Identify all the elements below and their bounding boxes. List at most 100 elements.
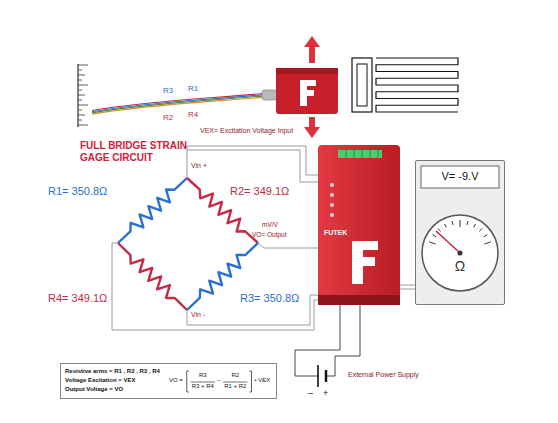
- text-label: Vin +: [191, 162, 207, 170]
- wire: [187, 146, 318, 175]
- text-label: Resistive arms = R1 , R2 , R3 , R4: [65, 368, 160, 375]
- connector: [262, 90, 277, 100]
- strain-gauge-grid: [376, 58, 458, 112]
- formula-box: Resistive arms = R1 , R2 , R3 , R4 Voltag…: [60, 363, 277, 399]
- meter-box: V= -9.V Ω: [415, 160, 505, 305]
- text-label: VO= Output: [252, 231, 287, 238]
- resistor-symbol: [118, 243, 187, 310]
- ruler-tick: [78, 105, 88, 106]
- ruler-tick: [78, 80, 82, 81]
- text-label: R1: [188, 84, 198, 93]
- text-label: R3 + R4: [192, 383, 214, 390]
- led-divider: [354, 150, 355, 158]
- dial: [422, 215, 498, 291]
- text-label: FUTEK: [324, 229, 347, 237]
- text-label: VO =: [169, 377, 183, 384]
- ruler-tick: [78, 115, 85, 116]
- dial-tick: [429, 242, 436, 244]
- ruler-tick: [78, 65, 88, 66]
- text-label: R4: [188, 110, 198, 119]
- text-label: Ω: [455, 258, 465, 274]
- ruler-tick: [78, 85, 88, 86]
- text-label: Voltage Excitation = VEX: [65, 377, 135, 384]
- text-label: R4= 349.1Ω: [48, 292, 107, 305]
- wire: [258, 243, 318, 248]
- ruler-tick: [78, 70, 82, 71]
- indicator: [330, 203, 334, 207]
- battery-plate: [317, 365, 319, 387]
- connector-line: [400, 285, 415, 286]
- led-strip: [338, 150, 382, 158]
- fraction-bar: [191, 382, 215, 383]
- ruler-tick: [78, 100, 82, 101]
- text-label: External Power Supply: [348, 371, 419, 379]
- text-label: R1 + R2: [224, 383, 246, 390]
- amplifier-box: FUTEK: [318, 145, 400, 305]
- force-arrow: [304, 36, 320, 63]
- ruler-tick: [78, 95, 85, 96]
- logo: [352, 241, 378, 284]
- dial-tick: [460, 220, 461, 227]
- fraction-bar: [223, 382, 247, 383]
- text-label: –: [217, 377, 220, 384]
- bracket: [187, 371, 189, 392]
- cable: [92, 97, 263, 114]
- text-label: FULL BRIDGE STRAIN GAGE CIRCUIT: [80, 140, 215, 163]
- indicator: [330, 213, 334, 217]
- led-divider: [378, 150, 379, 158]
- bracket: [249, 371, 251, 392]
- wire: [187, 150, 318, 182]
- indicator: [330, 183, 334, 187]
- device-base: [318, 295, 400, 305]
- dial-tick: [474, 224, 476, 228]
- strain-gauge-pad: [352, 58, 372, 112]
- logo: [300, 80, 316, 106]
- dial-tick: [452, 221, 454, 225]
- meter-art: [416, 161, 504, 304]
- text-label: R2: [232, 372, 240, 379]
- dial-tick: [433, 235, 436, 237]
- ruler-tick: [78, 110, 82, 111]
- pivot: [458, 251, 463, 256]
- led-divider: [362, 150, 363, 158]
- connector: [400, 285, 415, 289]
- ruler: [77, 64, 78, 127]
- text-label: R3: [163, 86, 173, 95]
- dial-tick: [484, 235, 487, 237]
- text-label: R1= 350.8Ω: [48, 185, 107, 198]
- text-label: Output Voltage = VO: [65, 386, 123, 393]
- text-label: R3: [199, 372, 207, 379]
- wire: [112, 243, 318, 330]
- text-label: • VEX: [254, 377, 270, 384]
- device-art: [318, 145, 400, 305]
- indicator: [330, 193, 334, 197]
- dial-tick: [479, 228, 482, 231]
- dial-tick: [445, 224, 447, 228]
- led-divider: [370, 150, 371, 158]
- text-label: R2= 349.1Ω: [230, 185, 289, 198]
- ruler-tick: [78, 120, 82, 121]
- force-arrow: [304, 117, 320, 138]
- dial-tick: [484, 242, 491, 244]
- dial-tick: [467, 221, 469, 225]
- text-label: Vin -: [191, 311, 205, 319]
- connector-line: [400, 289, 415, 290]
- strain-gauge-pad: [357, 64, 367, 106]
- wire: [326, 305, 360, 376]
- text-label: R3= 350.8Ω: [240, 292, 299, 305]
- text-label: R2: [163, 113, 173, 122]
- needle: [436, 231, 460, 253]
- load-cell-top: [276, 68, 338, 74]
- resistor-symbol: [118, 178, 187, 243]
- battery-plate: [325, 370, 327, 382]
- dial-tick: [438, 228, 441, 231]
- load-cell: [276, 68, 338, 114]
- text-label: V= -9.V: [442, 170, 479, 183]
- ruler-tick: [78, 75, 85, 76]
- led-divider: [346, 150, 347, 158]
- ruler-tick: [78, 125, 88, 126]
- text-label: +: [323, 388, 328, 398]
- ruler-tick: [78, 90, 82, 91]
- text-label: mV/V: [262, 221, 278, 228]
- value-display: [421, 166, 499, 188]
